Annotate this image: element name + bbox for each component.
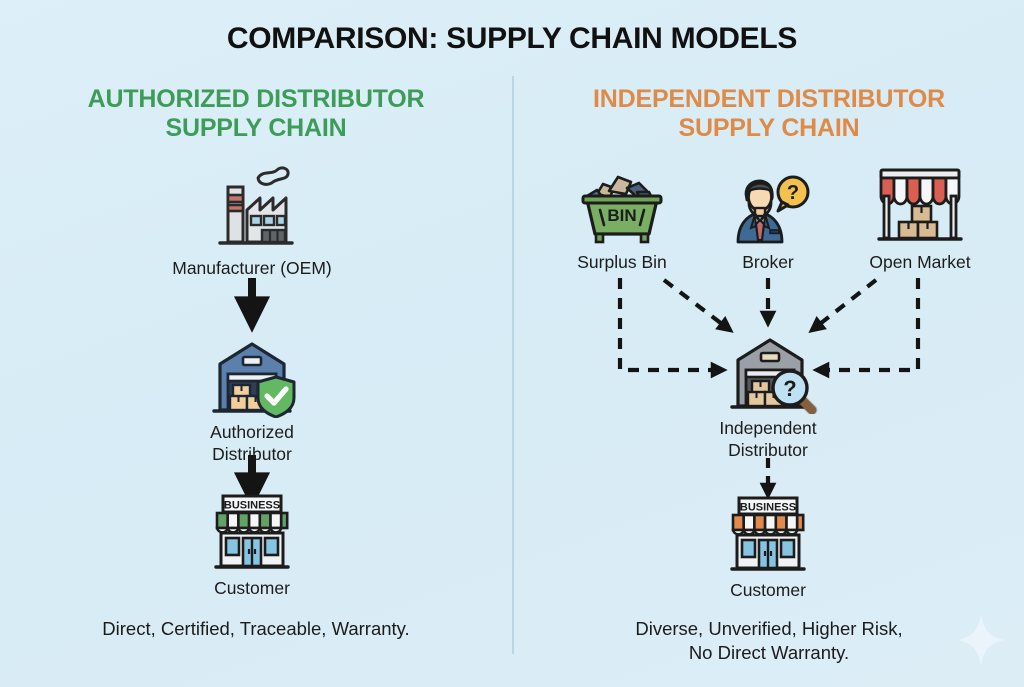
node-independent-distributor: ? Independent Distributor [618, 326, 918, 461]
caption-independent: Diverse, Unverified, Higher Risk, No Dir… [635, 618, 903, 664]
distributor-question-mark: ? [783, 376, 796, 401]
storefront-orange-icon: BUSINESS [730, 496, 806, 571]
dashed-arrow-open-market-diagonal [808, 278, 878, 333]
node-label-open-market: Open Market [869, 252, 971, 272]
heading-independent-supply-chain: INDEPENDENT DISTRIBUTOR SUPPLY CHAIN [593, 85, 945, 142]
node-label-independent-distributor: Independent Distributor [719, 418, 817, 461]
warehouse-question-icon: ? [730, 338, 818, 414]
node-customer-right: BUSINESS [618, 494, 918, 601]
warehouse-certified-icon [212, 342, 296, 418]
broker-icon: ? [736, 175, 810, 244]
node-surplus-bin: BIN Surplus Bin [542, 164, 702, 273]
surplus-bin-sign: BIN [607, 206, 636, 225]
sparkle-icon [957, 614, 1005, 666]
page-title: COMPARISON: SUPPLY CHAIN MODELS [226, 22, 798, 55]
node-manufacturer: Manufacturer (OEM) [102, 162, 402, 279]
node-broker: ? Broker [698, 164, 838, 273]
node-label-authorized-distributor: Authorized Distributor [210, 422, 294, 465]
node-label-broker: Broker [742, 252, 794, 272]
dashed-arrow-surplus-bin-diagonal [662, 278, 734, 333]
node-authorized-distributor: Authorized Distributor [102, 330, 402, 465]
surplus-bin-icon: BIN [581, 175, 663, 244]
heading-authorized-supply-chain: AUTHORIZED DISTRIBUTOR SUPPLY CHAIN [87, 85, 425, 142]
node-label-customer-left: Customer [214, 578, 290, 598]
caption-authorized: Direct, Certified, Traceable, Warranty. [102, 618, 410, 639]
node-label-manufacturer: Manufacturer (OEM) [172, 258, 332, 278]
factory-icon [218, 166, 294, 245]
open-market-icon [877, 168, 963, 241]
storefront-sign-right: BUSINESS [740, 501, 796, 513]
node-customer-left: BUSINESS [102, 492, 402, 599]
storefront-green-icon: BUSINESS [214, 494, 290, 569]
column-divider [512, 76, 514, 654]
node-label-customer-right: Customer [730, 580, 806, 600]
broker-question-mark: ? [787, 182, 799, 204]
node-label-surplus-bin: Surplus Bin [577, 252, 667, 272]
storefront-sign-left: BUSINESS [224, 499, 280, 511]
node-open-market: Open Market [845, 162, 995, 273]
